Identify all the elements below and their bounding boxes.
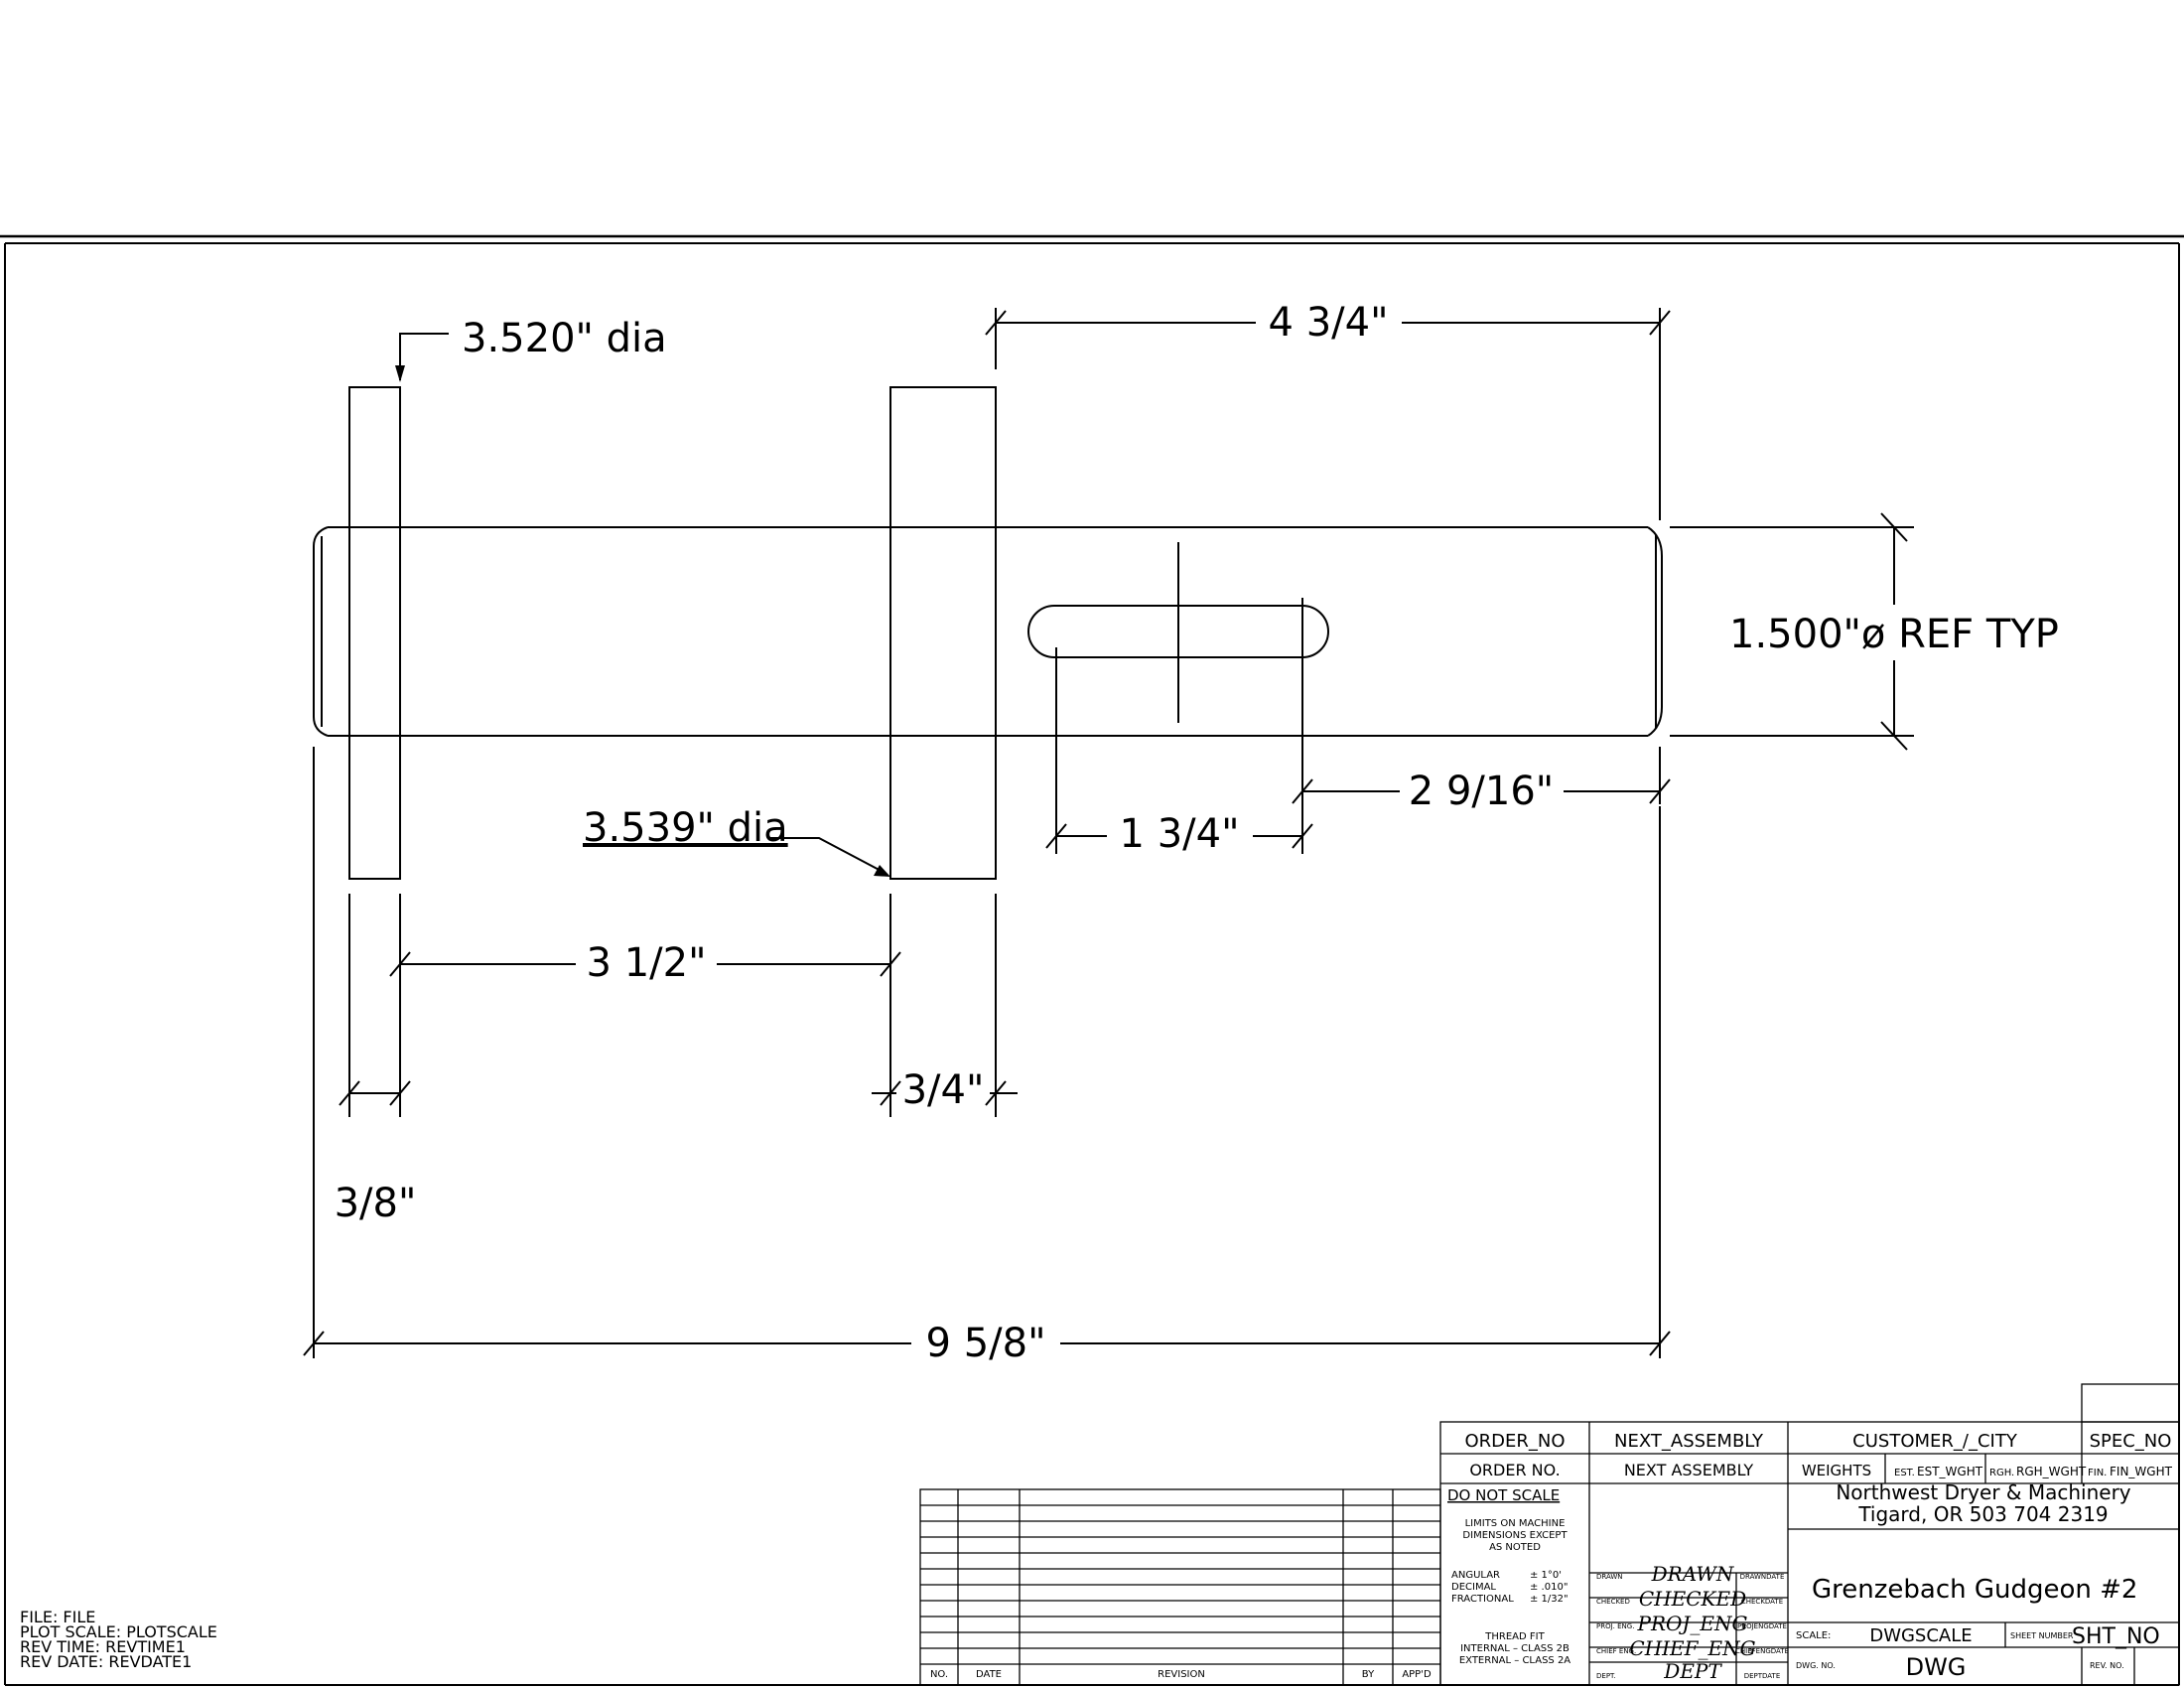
thread-fit: THREAD FIT <box>1484 1631 1545 1642</box>
rev-col-appd: APP'D <box>1402 1669 1432 1680</box>
dept-value: DEPT <box>1663 1659 1722 1683</box>
chief-eng-date: CHIEFENGDATE <box>1735 1647 1789 1655</box>
weights-label: WEIGHTS <box>1802 1462 1871 1479</box>
company-address: Tigard, OR 503 704 2319 <box>1857 1502 2108 1526</box>
dim-1-3-4: 1 3/4" <box>1120 811 1240 857</box>
part-geometry <box>313 386 1663 880</box>
proj-eng-value: PROJ_ENG <box>1636 1612 1747 1635</box>
rev-col-date: DATE <box>976 1669 1002 1680</box>
dimension-text: 3.520" dia 4 3/4" 1.500"ø REF TYP 2 9/16… <box>335 300 2059 1366</box>
dimension-lines <box>303 308 1914 1358</box>
customer-city-field: CUSTOMER_/_CITY <box>1852 1431 2018 1452</box>
drawn-label: DRAWN <box>1596 1573 1623 1581</box>
dim-3-4: 3/4" <box>902 1067 985 1113</box>
drawn-date: DRAWNDATE <box>1740 1573 1785 1581</box>
do-not-scale: DO NOT SCALE <box>1447 1486 1560 1504</box>
dim-3539-dia: 3.539" dia <box>583 805 788 851</box>
checked-label: CHECKED <box>1596 1598 1630 1606</box>
title-block: ORDER_NO NEXT_ASSEMBLY CUSTOMER_/_CITY S… <box>1439 1383 2180 1686</box>
proj-eng-date: PROJENGDATE <box>1737 1622 1787 1630</box>
dim-4-3-4: 4 3/4" <box>1269 300 1389 346</box>
chief-eng-label: CHIEF ENG. <box>1596 1647 1636 1655</box>
rev-date: REV DATE: REVDATE1 <box>20 1652 192 1671</box>
dwg-no-value: DWG <box>1906 1653 1967 1681</box>
next-assembly-label: NEXT ASSEMBLY <box>1624 1461 1754 1479</box>
fractional-tol: ± 1/32" <box>1530 1594 1569 1605</box>
revision-table: NO. DATE REVISION BY APP'D <box>919 1488 1441 1686</box>
scale-value: DWGSCALE <box>1869 1625 1972 1646</box>
fin-weight: FIN_WGHT <box>2110 1465 2173 1478</box>
order-no-label: ORDER NO. <box>1469 1461 1560 1479</box>
scale-label: SCALE: <box>1796 1630 1831 1641</box>
left-collar <box>348 386 401 880</box>
dim-3-1-2: 3 1/2" <box>587 940 707 986</box>
dim-2-9-16: 2 9/16" <box>1409 769 1554 814</box>
order-no-field: ORDER_NO <box>1464 1431 1565 1452</box>
proj-eng-label: PROJ. ENG. <box>1596 1622 1634 1630</box>
dept-label: DEPT. <box>1596 1672 1616 1680</box>
rev-no-label: REV. NO. <box>2090 1661 2124 1670</box>
rgh-weight: RGH_WGHT <box>2016 1465 2087 1478</box>
thread-internal: INTERNAL – CLASS 2B <box>1460 1643 1570 1654</box>
rev-col-revision: REVISION <box>1158 1669 1205 1680</box>
company-name: Northwest Dryer & Machinery <box>1836 1480 2130 1504</box>
checked-value: CHECKED <box>1639 1587 1746 1611</box>
est-weight: EST_WGHT <box>1917 1465 1983 1478</box>
dwg-no-label: DWG. NO. <box>1796 1661 1836 1670</box>
angular-tol: ± 1°0' <box>1530 1570 1562 1581</box>
dim-3-8: 3/8" <box>335 1181 417 1226</box>
keyway-slot <box>1027 542 1329 723</box>
sheet-number-value: SHT_NO <box>2072 1624 2160 1649</box>
sheet-number-label: SHEET NUMBER <box>2010 1631 2074 1640</box>
dim-shaft-dia-ref: 1.500"ø REF TYP <box>1729 612 2059 657</box>
drawing-title: Grenzebach Gudgeon #2 <box>1812 1575 2137 1605</box>
next-assembly-field: NEXT_ASSEMBLY <box>1614 1431 1764 1452</box>
dim-3520-dia: 3.520" dia <box>462 316 667 361</box>
rgh-label: RGH. <box>1989 1468 2014 1478</box>
decimal-tol: ± .010" <box>1530 1582 1568 1593</box>
rev-time: REV TIME: REVTIME1 <box>20 1637 186 1656</box>
limits-line-2: DIMENSIONS EXCEPT <box>1462 1530 1568 1541</box>
fin-label: FIN. <box>2088 1468 2107 1478</box>
est-label: EST. <box>1894 1468 1915 1478</box>
dim-9-5-8: 9 5/8" <box>926 1321 1046 1366</box>
chief-eng-value: CHIEF_ENG <box>1629 1636 1755 1660</box>
decimal-label: DECIMAL <box>1451 1582 1496 1593</box>
plot-scale: PLOT SCALE: PLOTSCALE <box>20 1622 217 1641</box>
rev-col-no: NO. <box>930 1669 948 1680</box>
fractional-label: FRACTIONAL <box>1451 1594 1514 1605</box>
rev-col-by: BY <box>1362 1669 1375 1680</box>
file-info: FILE: FILE PLOT SCALE: PLOTSCALE REV TIM… <box>20 1608 217 1671</box>
limits-line-1: LIMITS ON MACHINE <box>1465 1518 1566 1529</box>
dept-date: DEPTDATE <box>1744 1672 1781 1680</box>
shaft <box>313 526 1663 737</box>
limits-line-3: AS NOTED <box>1489 1542 1541 1553</box>
right-collar <box>889 386 997 880</box>
file-name: FILE: FILE <box>20 1608 95 1626</box>
thread-external: EXTERNAL – CLASS 2A <box>1459 1655 1570 1666</box>
drawn-value: DRAWN <box>1651 1562 1735 1586</box>
checked-date: CHECKDATE <box>1741 1598 1783 1606</box>
angular-label: ANGULAR <box>1451 1570 1500 1581</box>
spec-no-field: SPEC_NO <box>2090 1431 2172 1452</box>
